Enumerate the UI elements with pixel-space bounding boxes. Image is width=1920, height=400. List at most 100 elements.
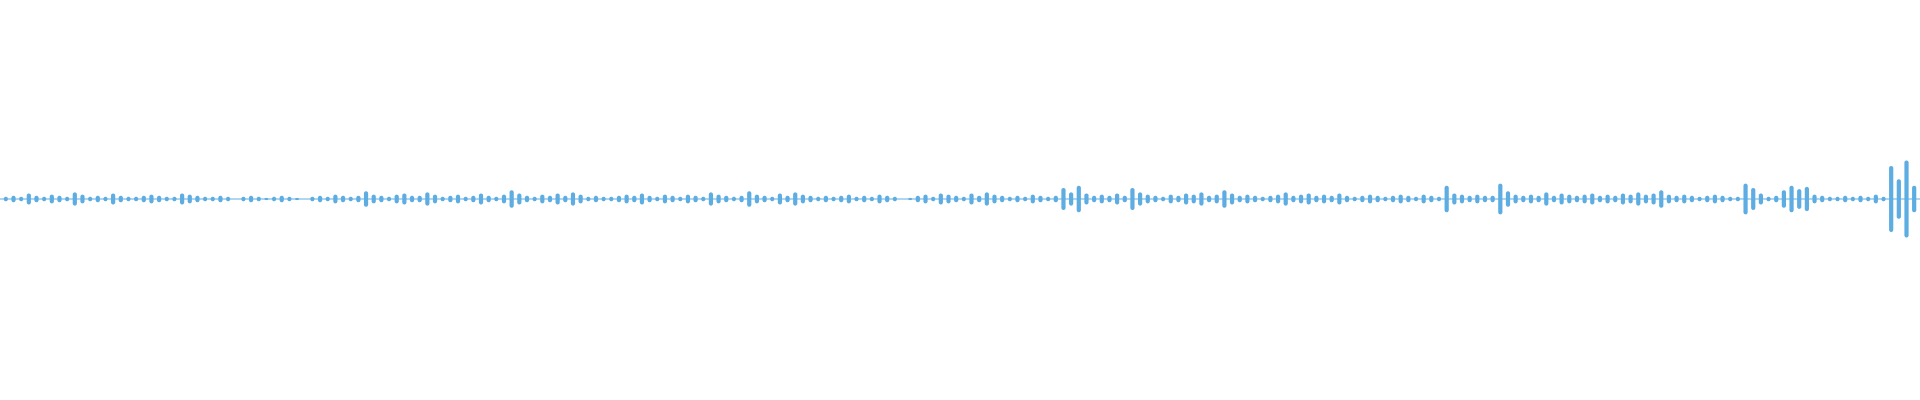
waveform-bar [1452,193,1457,205]
waveform-bar [1559,193,1564,205]
waveform-bar [1766,196,1771,202]
waveform-bar [1321,194,1327,204]
waveform-bar [463,196,468,202]
waveform-bar [1873,194,1878,204]
waveform-bar [141,195,146,203]
waveform-bar [1115,193,1120,205]
waveform-bar [448,195,453,203]
waveform-bar [1444,185,1449,213]
waveform-bar [1636,192,1641,206]
waveform-bar [363,191,369,207]
waveform-bar [716,194,721,204]
waveform-bar [1697,196,1702,202]
waveform-bar [80,194,85,204]
waveform-bar [1567,194,1572,204]
waveform-bar [1812,194,1817,204]
waveform-bar [586,196,591,202]
waveform-bar [172,196,177,202]
waveform-bar [425,192,430,206]
waveform-bar [1475,194,1480,204]
waveform-bar [678,196,683,202]
waveform-bar [770,196,775,202]
waveform-bar [1866,196,1871,202]
waveform-bar [1643,194,1649,204]
waveform-bar [1597,195,1603,203]
waveform-bar [1061,188,1066,210]
waveform-bar [1283,192,1288,206]
waveform-bar [494,196,499,202]
waveform-bar [256,196,261,202]
waveform-bar [26,193,31,205]
waveform-bar [1107,195,1112,203]
waveform-bar [923,194,928,204]
waveform-bar [1605,194,1610,204]
waveform-bar [1490,195,1495,203]
waveform-bar [1774,195,1779,203]
waveform-bar [524,195,530,203]
waveform-bar [639,193,645,205]
waveform-bar [647,195,652,203]
waveform-bar [1498,183,1503,215]
waveform-bar [118,195,123,203]
waveform-bar [134,196,139,202]
waveform-bar [1383,196,1388,202]
waveform-bar [777,193,783,205]
waveform-bar [701,196,706,202]
waveform-bar [1712,194,1718,204]
waveform-bar [501,194,507,204]
waveform-bar [532,196,537,202]
waveform-bar [1735,196,1741,202]
waveform-bar [1268,195,1273,203]
waveform-bar [1505,191,1511,207]
waveform-bar [394,194,399,204]
waveform-bar [1590,193,1595,205]
waveform-bar [1222,190,1227,208]
waveform-bar [1344,195,1350,203]
waveform-bar [977,195,982,203]
waveform-bar [111,193,116,205]
waveform-bar [1092,195,1097,203]
waveform-bar [1360,195,1365,203]
waveform-bar [892,196,897,202]
waveform-bar [1390,195,1396,203]
waveform-bar [1651,193,1656,205]
waveform-bar [187,194,192,204]
waveform-bar [65,196,70,202]
waveform-bar [747,191,752,207]
waveform-bar [862,195,867,203]
waveform-bar [624,194,629,204]
waveform-bar [11,195,16,203]
waveform-bar [57,195,62,203]
waveform-bar [1574,195,1580,203]
waveform-bar [325,196,330,202]
waveform-bar [1459,194,1465,204]
waveform-bar [455,194,461,204]
waveform-bar [340,195,346,203]
waveform-bar [931,196,936,202]
waveform-bar [540,194,545,204]
waveform-bar [1237,195,1242,203]
waveform-bar [34,195,39,203]
waveform-bar [1245,194,1250,204]
waveform-bar [294,197,300,201]
waveform-bar [724,195,729,203]
waveform-bar [126,196,131,202]
waveform-bar [1375,195,1380,203]
waveform-bar [1682,194,1687,204]
waveform-bar [731,196,737,202]
waveform-bar [42,196,47,202]
waveform-bar [210,196,215,202]
waveform-bar [379,195,384,203]
waveform-bar [279,195,284,203]
waveform-bar [1482,195,1488,203]
waveform-bar [1160,196,1166,202]
waveform-bar [1145,194,1150,204]
waveform-bar [103,196,108,202]
waveform-bar [287,196,292,202]
waveform-bar [831,196,836,202]
waveform-bar [1069,192,1074,206]
waveform-bar [1904,160,1909,238]
waveform-bar [1751,188,1756,210]
waveform-bar [1000,195,1005,203]
